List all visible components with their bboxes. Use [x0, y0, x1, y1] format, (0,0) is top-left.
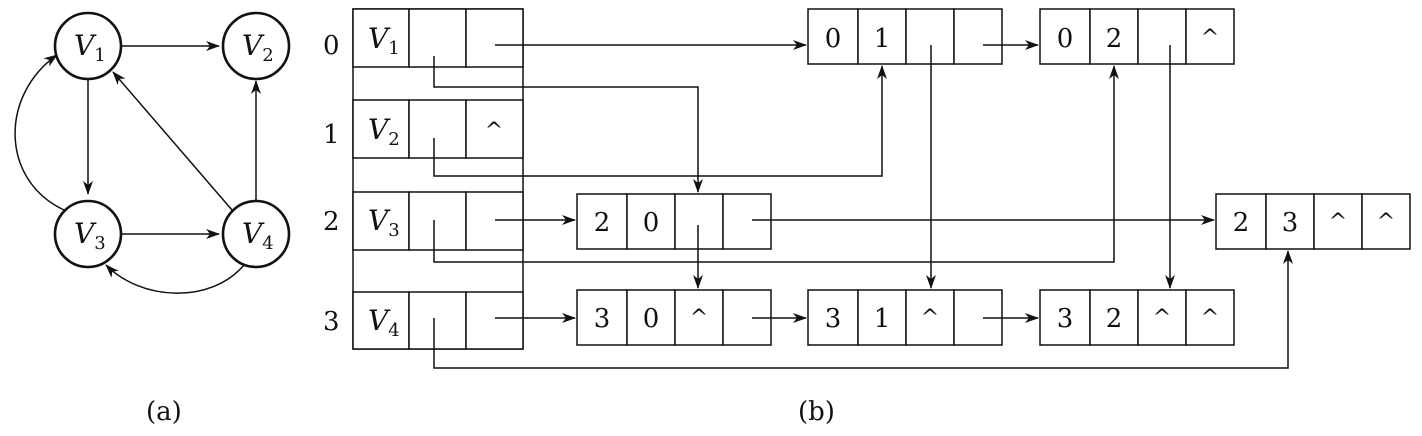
arc-node-3-1: 3 1 ^ — [807, 289, 1003, 346]
vertex-index-1: 1 — [323, 120, 340, 150]
orthogonal-list: 0 V1 1 V2 ^ 2 V3 3 — [323, 8, 1411, 427]
pointer-v3-firstin — [433, 65, 1119, 263]
arc-2-3-tlink: ^ — [1377, 210, 1395, 235]
arc-node-3-0: 3 0 ^ — [576, 289, 772, 346]
vertex-data-1: V2 — [368, 113, 400, 150]
vertex-index-3: 3 — [323, 307, 340, 337]
arc-0-1-tail: 0 — [825, 24, 842, 54]
vertex-index-0: 0 — [323, 31, 340, 61]
vertex-data-2: V3 — [368, 204, 400, 241]
graph-node-v4-label: V4 — [242, 217, 274, 254]
arc-0-2-tail: 0 — [1057, 24, 1074, 54]
arc-node-0-1: 0 1 — [807, 8, 1003, 65]
caption-a: (a) — [146, 397, 182, 427]
arc-3-2-head: 2 — [1106, 304, 1123, 334]
arc-2-0-head: 0 — [643, 208, 660, 238]
graph-node-v3-label: V3 — [74, 217, 106, 254]
caption-b: (b) — [798, 397, 835, 427]
vertex-data-0: V1 — [368, 22, 400, 59]
edge-v4-v3 — [105, 264, 245, 294]
arc-node-2-0: 2 0 — [576, 193, 772, 250]
pointer-v2-firstin — [433, 65, 887, 177]
pointer-v1-firstin — [433, 56, 703, 193]
arc-node-2-3: 2 3 ^ ^ — [1215, 193, 1411, 250]
graph-node-v2-label: V2 — [242, 29, 274, 66]
arc-2-0-tail: 2 — [594, 208, 611, 238]
arc-0-2-tlink: ^ — [1201, 26, 1219, 51]
graph-node-v1-label: V1 — [74, 29, 106, 66]
arc-3-1-tail: 3 — [825, 304, 842, 334]
edge-v4-v1 — [112, 71, 233, 211]
arc-3-2-hlink: ^ — [1153, 306, 1171, 331]
vertex-row-1: 1 V2 ^ — [323, 99, 524, 159]
arc-3-1-hlink: ^ — [921, 306, 939, 331]
graph-node-v4: V4 — [221, 199, 291, 269]
arc-node-0-2: 0 2 ^ — [1039, 8, 1235, 65]
arc-3-0-tail: 3 — [594, 304, 611, 334]
vertex-index-2: 2 — [323, 207, 340, 237]
arc-3-0-hlink: ^ — [690, 306, 708, 331]
arc-0-1-head: 1 — [874, 24, 891, 54]
vertex-row-3: 3 V4 — [323, 291, 524, 350]
arc-0-2-head: 2 — [1106, 24, 1123, 54]
arc-2-3-head: 3 — [1282, 208, 1299, 238]
graph-node-v1: V1 — [53, 11, 123, 81]
vertex-firstout-1: ^ — [485, 119, 503, 144]
arc-3-2-tlink: ^ — [1201, 306, 1219, 331]
graph-node-v3: V3 — [53, 199, 123, 269]
arc-3-1-head: 1 — [874, 304, 891, 334]
vertex-data-3: V4 — [368, 304, 400, 341]
graph-node-v2: V2 — [221, 11, 291, 81]
vertex-row-0: 0 V1 — [323, 8, 524, 68]
arc-3-2-tail: 3 — [1057, 304, 1074, 334]
edge-v3-v1 — [14, 54, 65, 211]
directed-graph: V1 V2 V3 V4 (a) — [14, 11, 291, 427]
arc-node-3-2: 3 2 ^ ^ — [1039, 289, 1235, 346]
vertex-row-2: 2 V3 — [323, 191, 524, 251]
pointer-v4-firstin — [433, 250, 1293, 369]
arc-2-3-hlink: ^ — [1329, 210, 1347, 235]
arc-2-3-tail: 2 — [1233, 208, 1250, 238]
arc-3-0-head: 0 — [643, 304, 660, 334]
